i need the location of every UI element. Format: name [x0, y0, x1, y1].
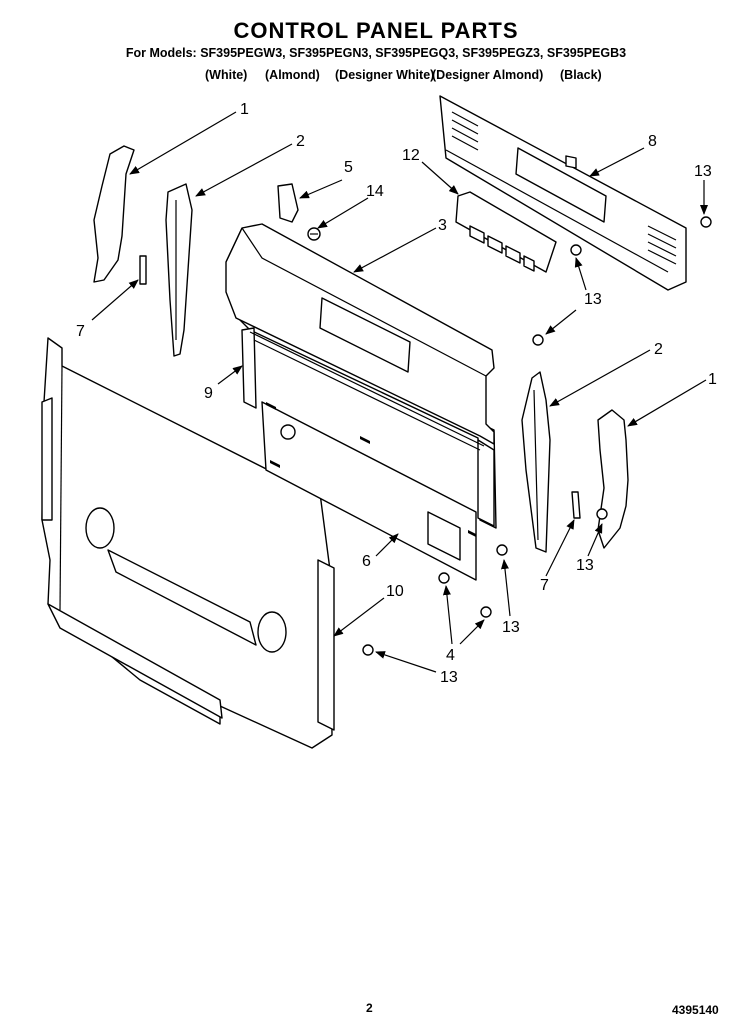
- callout-1-right: 1: [708, 371, 717, 388]
- callout-6: 6: [362, 553, 371, 570]
- part-7-left-clip: [139, 255, 147, 285]
- callout-14: 14: [366, 183, 384, 200]
- callout-4: 4: [446, 647, 455, 664]
- part-12-electronic-control: [455, 191, 557, 273]
- color-black: (Black): [560, 68, 602, 82]
- callout-13-mid: 13: [584, 291, 602, 308]
- callout-9: 9: [204, 385, 213, 402]
- part-5-bracket: [277, 183, 299, 223]
- color-white: (White): [205, 68, 248, 82]
- callout-10: 10: [386, 583, 404, 600]
- color-almond: (Almond): [265, 68, 320, 82]
- page-number: 2: [366, 1001, 373, 1015]
- part-14-screw: [307, 227, 321, 241]
- part-2-left-bracket: [165, 183, 193, 357]
- callout-2-right: 2: [654, 341, 663, 358]
- callout-5: 5: [344, 159, 353, 176]
- part-2-right-bracket: [521, 371, 551, 553]
- part-7-right-clip: [571, 491, 581, 519]
- callout-8: 8: [648, 133, 657, 150]
- callout-3: 3: [438, 217, 447, 234]
- screws: [362, 216, 712, 656]
- part-1-left-end-cap: [93, 145, 135, 283]
- model-list: For Models: SF395PEGW3, SF395PEGN3, SF39…: [125, 46, 627, 60]
- callout-1-left: 1: [240, 101, 249, 118]
- page-title: CONTROL PANEL PARTS: [233, 18, 519, 43]
- callout-labels: 1 2 5 14 3 12 8 13 13 2 1 7 9 6 10 7 13 …: [76, 101, 717, 686]
- callout-13-right: 13: [576, 557, 594, 574]
- part-6-panel: [261, 401, 477, 581]
- part-8-rear-control-panel: [439, 95, 687, 291]
- document-number: 4395140: [672, 1003, 719, 1017]
- leader-lines: [91, 111, 708, 673]
- callout-7-right: 7: [540, 577, 549, 594]
- part-3-console-cover: [225, 223, 495, 447]
- color-designer-white: (Designer White): [335, 68, 435, 82]
- callout-2-left: 2: [296, 133, 305, 150]
- color-designer-almond: (Designer Almond): [432, 68, 544, 82]
- callout-7-left: 7: [76, 323, 85, 340]
- callout-13-lower: 13: [502, 619, 520, 636]
- callout-13-top-right: 13: [694, 163, 712, 180]
- callout-12: 12: [402, 147, 420, 164]
- part-1-right-end-cap: [597, 409, 629, 549]
- callout-13-bottom: 13: [440, 669, 458, 686]
- part-10-rear-panel: [41, 337, 335, 749]
